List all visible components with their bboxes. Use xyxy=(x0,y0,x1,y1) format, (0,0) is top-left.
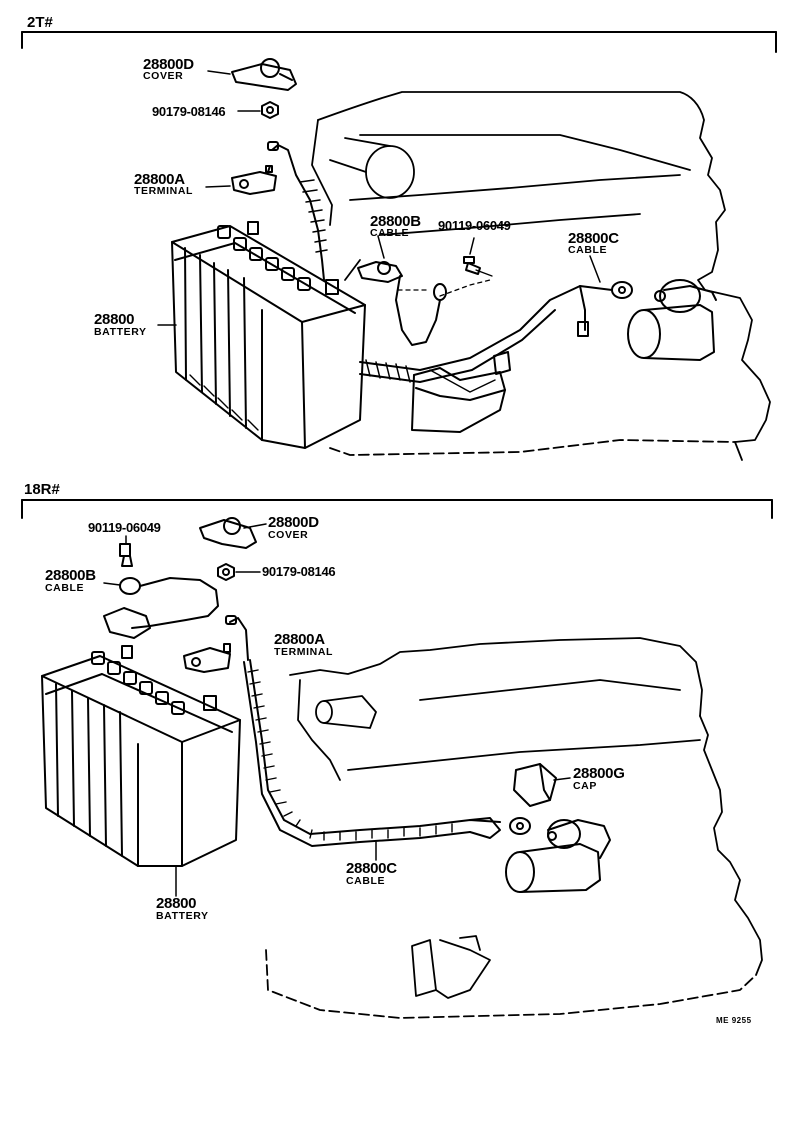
leader-28800b-18r xyxy=(103,582,121,586)
part-number-28800a-2t: 28800A xyxy=(134,171,185,188)
leader-28800g-18r xyxy=(553,777,571,781)
terminal-28800a-18r xyxy=(183,643,231,673)
leader-28800b-2t xyxy=(377,235,385,259)
part-name-terminal-2t: TERMINAL xyxy=(134,185,194,197)
section-title-18r: 18R# xyxy=(24,481,60,498)
part-number-28800d-18r: 28800D xyxy=(268,514,319,531)
battery-2t-caps xyxy=(217,221,339,295)
part-number-90179-08146-2t: 90179-08146 xyxy=(152,104,226,119)
part-number-28800d-2t: 28800D xyxy=(143,56,194,73)
part-number-90179-08146-18r: 90179-08146 xyxy=(262,564,336,579)
section-2t-frame xyxy=(21,31,777,53)
leader-28800a-2t xyxy=(205,185,231,188)
part-name-terminal-18r: TERMINAL xyxy=(274,646,334,658)
part-number-28800-18r: 28800 xyxy=(156,895,197,912)
section-title-2t: 2T# xyxy=(27,14,53,31)
part-name-cable-b-18r: CABLE xyxy=(45,582,85,594)
part-name-cable-c-2t: CABLE xyxy=(568,244,608,256)
footer-code: ME 9255 xyxy=(716,1016,752,1025)
nut-90179-08146-18r xyxy=(217,563,235,581)
cable-28800b-18r xyxy=(103,577,219,639)
starter-motor-18r xyxy=(505,819,611,893)
battery-18r xyxy=(41,645,241,867)
bolt-90119-06049-18r xyxy=(119,543,133,567)
part-name-cover-2t: COVER xyxy=(143,70,184,82)
leader-90119-2t xyxy=(469,237,475,255)
part-name-battery-18r: BATTERY xyxy=(156,910,209,922)
battery-2t xyxy=(171,221,366,449)
starter-motor-2t xyxy=(627,279,717,361)
bolt-90119-06049-2t xyxy=(463,256,493,277)
part-number-90119-06049-18r: 90119-06049 xyxy=(88,520,161,535)
cap-28800g-18r xyxy=(513,763,557,807)
part-number-90119-06049-2t: 90119-06049 xyxy=(438,218,511,233)
part-name-cover-18r: COVER xyxy=(268,529,309,541)
part-name-cap-18r: CAP xyxy=(573,780,597,792)
cable-28800c-18r xyxy=(225,615,531,847)
part-number-28800b-18r: 28800B xyxy=(45,567,96,584)
part-number-28800a-18r: 28800A xyxy=(274,631,325,648)
part-number-28800g-18r: 28800G xyxy=(573,765,625,782)
leader-28800c-2t xyxy=(589,255,601,283)
leader-28800d-2t xyxy=(207,70,231,75)
battery-18r-caps xyxy=(91,645,217,715)
nut-90179-08146-2t xyxy=(261,101,279,119)
cable-28800b-2t xyxy=(357,261,447,346)
engine-block-18r xyxy=(265,637,763,1019)
part-name-cable-b-2t: CABLE xyxy=(370,227,410,239)
leader-28800d-18r xyxy=(243,523,267,529)
part-number-28800b-2t: 28800B xyxy=(370,213,421,230)
section-18r-frame xyxy=(21,499,773,519)
cable-28800c-2t xyxy=(359,281,633,433)
positive-cable-2t xyxy=(267,141,328,281)
engine-block-2t xyxy=(311,91,771,461)
part-number-28800c-18r: 28800C xyxy=(346,860,397,877)
part-name-battery-2t: BATTERY xyxy=(94,326,147,338)
cover-28800d-2t xyxy=(231,58,297,91)
part-number-28800-2t: 28800 xyxy=(94,311,135,328)
terminal-28800a-2t xyxy=(231,165,277,195)
part-number-28800c-2t: 28800C xyxy=(568,230,619,247)
part-name-cable-c-18r: CABLE xyxy=(346,875,386,887)
cover-28800d-18r xyxy=(199,517,257,549)
